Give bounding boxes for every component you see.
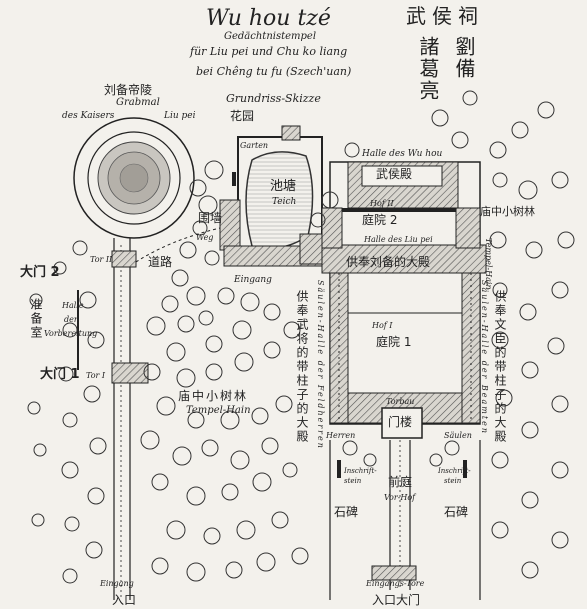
person-zhuge-liang: 諸葛亮 <box>416 36 440 102</box>
grove-right-de: Tempel-Hain <box>484 238 493 290</box>
tomb-mound <box>73 117 195 239</box>
prep-hall-label-cn: 准备室 <box>29 298 43 340</box>
road-line <box>135 227 221 263</box>
gate-building-de: Torbau <box>386 397 415 406</box>
grove-left-cn: 庙中小树林 <box>178 389 249 403</box>
herren-label: Herren <box>326 431 356 440</box>
left-hall-cn: 供奉武将的带柱子的大殿 <box>295 290 309 444</box>
entrance-main-cn: 入口大门 <box>372 593 421 607</box>
pond-label-de: Teich <box>272 197 297 207</box>
court2-de: Hof II <box>370 199 394 208</box>
inner-entrance-label: Eingang <box>234 275 272 285</box>
left-hall-de: Säulen-Halle der Feldherren <box>316 280 325 450</box>
saulen-label: Säulen <box>444 431 472 440</box>
court1-cn: 庭院 1 <box>376 335 412 349</box>
right-hall-cn: 供奉文臣的带柱子的大殿 <box>493 290 507 444</box>
subtitle-location: bei Chêng tu fu (Szech'uan) <box>196 65 352 78</box>
garden-label-cn: 花园 <box>230 109 255 123</box>
weg-label: Weg <box>196 233 214 242</box>
gate1-block <box>111 362 149 384</box>
gate-building-cn: 门楼 <box>388 415 413 429</box>
liupei-hall-cn: 供奉刘备的大殿 <box>346 255 431 269</box>
gate1-label-de: Tor I <box>86 371 106 380</box>
forecourt-cn: 前庭 <box>388 475 413 489</box>
title-heading: Wu hou tzé <box>206 6 331 31</box>
wall-label-cn: 围墙 <box>198 211 223 225</box>
forecourt-de: Vor-Hof <box>384 493 416 502</box>
prep-hall-de2: der <box>64 315 78 324</box>
entrance-main-de: Eingangs-Tore <box>366 579 425 588</box>
garden-compound <box>219 125 329 267</box>
court1-de: Hof I <box>372 321 393 330</box>
entrance-left-cn: 入口 <box>112 593 137 607</box>
prep-hall-wall <box>77 290 79 370</box>
left-path <box>113 238 131 600</box>
entrance-gate-block <box>371 565 417 581</box>
temple-main-compound <box>321 161 487 439</box>
tomb-label-kaiser: des Kaisers <box>62 111 115 121</box>
garden-marker <box>232 172 236 186</box>
garden-label-de: Garten <box>240 141 269 150</box>
wuhou-hall-cn: 武侯殿 <box>376 167 413 181</box>
stele-left-de2: stein <box>344 477 362 485</box>
tomb-label-de: Grabmal <box>116 97 160 108</box>
stele-right <box>463 460 467 478</box>
liupei-hall-de: Halle des Liu pei <box>364 235 433 244</box>
central-axis <box>329 440 481 600</box>
grove-left-de: Tempel-Hain <box>186 405 251 416</box>
entrance-left-de: Eingang <box>100 579 134 588</box>
tree-cluster <box>27 90 575 584</box>
stele-right-de2: stein <box>444 477 462 485</box>
tomb-label-cn: 刘备帝陵 <box>104 83 153 97</box>
court2-cn: 庭院 2 <box>362 213 398 227</box>
subtitle-temple: Gedächtnistempel <box>224 31 317 42</box>
person-liu-bei: 劉備 <box>452 36 476 80</box>
subtitle-sketch: Grundriss-Skizze <box>226 92 321 105</box>
stele-left <box>337 460 341 478</box>
gate2-block <box>111 250 137 268</box>
wuhou-hall-de: Halle des Wu hou <box>362 149 443 159</box>
subtitle-dedication: für Liu pei und Chu ko liang <box>190 45 348 58</box>
title-chinese: 武侯祠 <box>406 4 484 28</box>
stele-right-de1: Inschrift- <box>438 467 471 475</box>
road-label-cn: 道路 <box>148 255 173 269</box>
grove-right-cn: 庙中小树林 <box>480 205 535 218</box>
stele-right-cn: 石碑 <box>444 505 469 519</box>
prep-hall-de1: Halle <box>62 301 84 310</box>
gate2-label-de: Tor II <box>90 255 113 264</box>
pond-label-cn: 池塘 <box>270 179 297 194</box>
prep-hall-de3: Vorbereitung <box>44 329 98 338</box>
right-hall-de: Säulen-Halle der Beamten <box>480 280 489 435</box>
stele-left-de1: Inschrift- <box>344 467 377 475</box>
gate2-label-cn: 大门 2 <box>20 265 60 280</box>
gate1-label-cn: 大门 1 <box>40 367 80 382</box>
tomb-label-liupei: Liu pei <box>164 111 196 121</box>
stele-left-cn: 石碑 <box>334 505 359 519</box>
